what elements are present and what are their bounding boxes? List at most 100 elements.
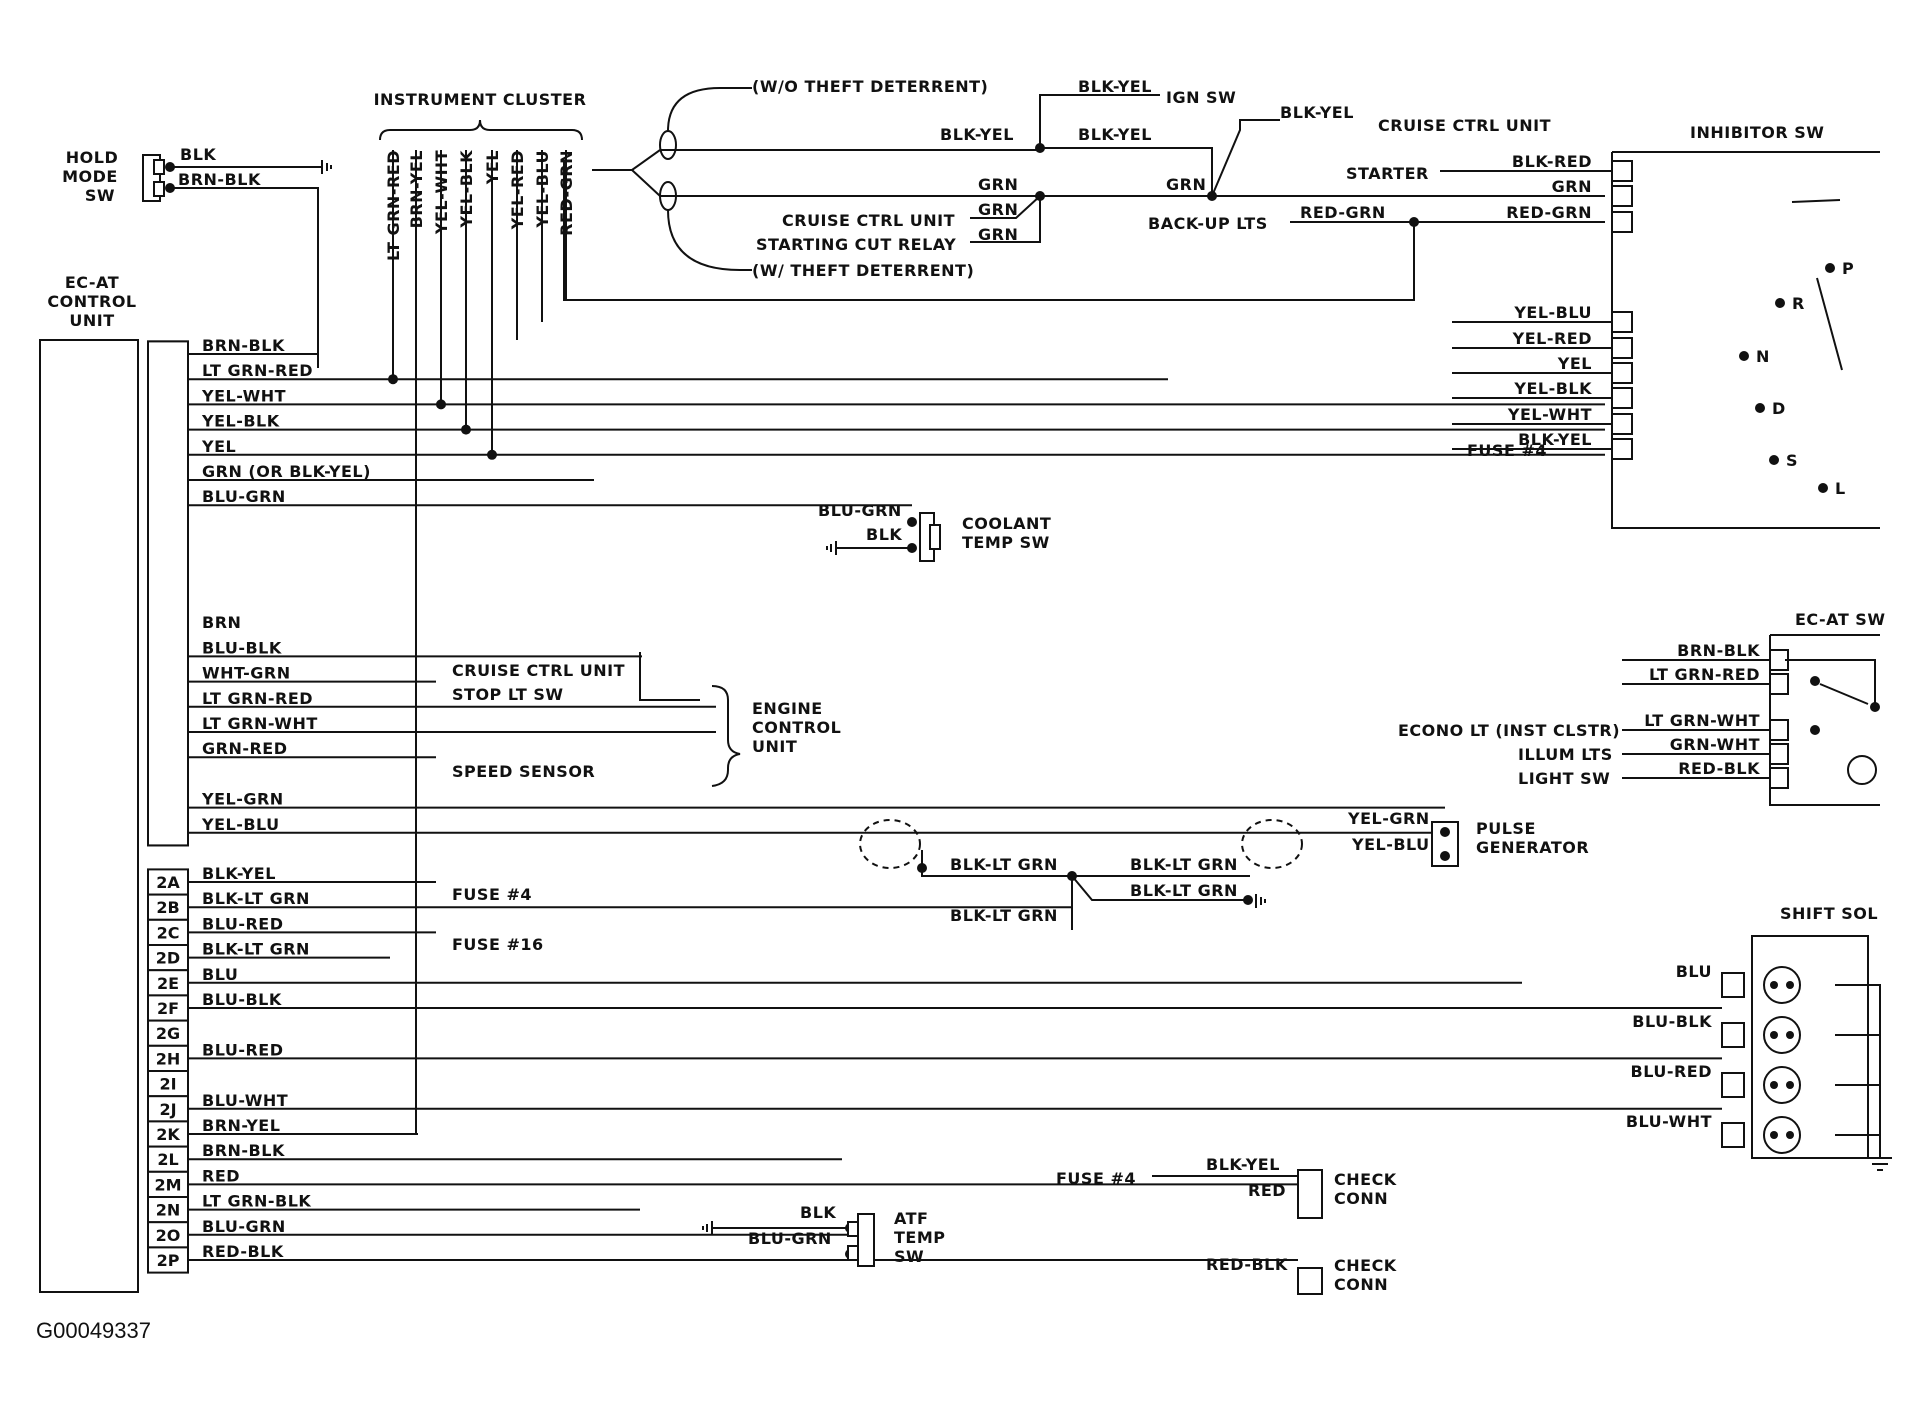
- coolant-temp-switch: BLU-GRN BLK COOLANT TEMP SW: [818, 501, 1051, 562]
- coolant-wire-blk: BLK: [866, 525, 902, 544]
- ecat-wire-label: LT GRN-RED: [1649, 665, 1760, 684]
- ecu-pin-wire-label: BRN-BLK: [202, 336, 285, 355]
- check-conn-1-label-2: CONN: [1334, 1189, 1388, 1208]
- shift-sol-pin: [1721, 1022, 1745, 1048]
- ecu-pin-wire-label: WHT-GRN: [202, 664, 291, 683]
- inhibitor-wire-label: BLK-RED: [1512, 152, 1592, 171]
- inhibitor-position-label: N: [1756, 347, 1770, 366]
- starting-cut-relay-note: STARTING CUT RELAY: [756, 235, 956, 254]
- pulse-wire-blk-lt-grn-1: BLK-LT GRN: [950, 855, 1058, 874]
- ecu-pin-wire-label: BLU-GRN: [202, 487, 286, 506]
- ecu-pin-label: 2K: [156, 1125, 180, 1144]
- inhibitor-switch: INHIBITOR SW BLK-REDGRNRED-GRNYEL-BLUYEL…: [1440, 123, 1880, 529]
- ecu-label-line3: UNIT: [69, 311, 114, 330]
- shift-sol-pin: [1721, 972, 1745, 998]
- ecu-pin-label: 2N: [156, 1201, 181, 1220]
- ground-icon: [1255, 894, 1266, 908]
- ecu-pin-label: 2G: [156, 1024, 180, 1043]
- coolant-wire-blu-grn: BLU-GRN: [818, 501, 902, 520]
- inhibitor-contact: [1818, 483, 1828, 493]
- wo-theft-note: (W/O THEFT DETERRENT): [752, 77, 988, 96]
- inhibitor-contact: [1755, 403, 1765, 413]
- inhibitor-pin: [1611, 311, 1633, 333]
- hold-wire-blk: BLK: [180, 145, 216, 164]
- cluster-wire-label: BRN-YEL: [407, 150, 426, 228]
- ecu-pin-label: 2D: [156, 949, 180, 968]
- shift-sol-pin: [1721, 1122, 1745, 1148]
- coolant-label-2: TEMP SW: [962, 533, 1050, 552]
- inhibitor-position-label: R: [1792, 294, 1805, 313]
- hold-mode-switch: HOLD MODE SW BLK BRN-BLK: [62, 145, 332, 368]
- cluster-wire-label: YEL-WHT: [432, 150, 451, 235]
- ecu-pin-wire-label: BLU-WHT: [202, 1091, 288, 1110]
- ecu-pin-wire-label: BLU-RED: [202, 914, 283, 933]
- inhibitor-position-label: L: [1835, 479, 1846, 498]
- cluster-wire-label: YEL-BLU: [533, 150, 552, 229]
- cluster-wire-label: RED-GRN: [557, 150, 576, 236]
- ecu-pin-wire-label: BRN: [202, 613, 241, 632]
- wire-blk-yel-2: BLK-YEL: [1078, 77, 1152, 96]
- econo-lt-note: ECONO LT (INST CLSTR): [1398, 721, 1620, 740]
- atf-wire-blk: BLK: [800, 1203, 836, 1222]
- engine-control-unit: ENGINE CONTROL UNIT CRUISE CTRL UNIT STO…: [452, 652, 841, 954]
- ecu-pin-label: 2J: [159, 1100, 176, 1119]
- illum-lts-note: ILLUM LTS: [1518, 745, 1613, 764]
- ground-icon: [826, 541, 837, 555]
- ground-icon: [1868, 1157, 1892, 1171]
- ecu-pin-wire-label: YEL-BLK: [201, 412, 280, 431]
- shift-sol-wire-label: BLU-WHT: [1626, 1112, 1712, 1131]
- starter-note: STARTER: [1346, 164, 1429, 183]
- ecu-pin-label: 2C: [157, 923, 180, 942]
- ecu-pin-wire-label: LT GRN-RED: [202, 689, 313, 708]
- check-wire-red: RED: [1248, 1181, 1286, 1200]
- ecu-pin-wire-label: BLK-YEL: [202, 864, 276, 883]
- ecu-pin-wire-label: BLU-RED: [202, 1040, 283, 1059]
- solenoid-icon: [1763, 1066, 1801, 1104]
- atf-label-1: ATF: [894, 1209, 928, 1228]
- ecu-pin-label: 2H: [156, 1049, 181, 1068]
- top-harness: (W/O THEFT DETERRENT) (W/ THEFT DETERREN…: [563, 77, 1605, 301]
- solenoid-icon: [1763, 1116, 1801, 1154]
- ecu-pin-label: 2O: [156, 1226, 181, 1245]
- hold-mode-label-1: HOLD: [66, 148, 118, 167]
- inhibitor-pin: [1611, 211, 1633, 233]
- ecu-pin-wire-label: RED-BLK: [202, 1242, 284, 1261]
- wire-red-grn: RED-GRN: [1300, 203, 1386, 222]
- ecu-pin-wire-label: BLK-LT GRN: [202, 889, 310, 908]
- pulse-gen-label-2: GENERATOR: [1476, 838, 1589, 857]
- speed-sensor-note: SPEED SENSOR: [452, 762, 595, 781]
- inhibitor-wire-label: YEL: [1557, 354, 1592, 373]
- ecu-pin-wire-label: YEL: [201, 437, 236, 456]
- ecu-pin-connector: 1A1B1C1D1E1F1G1H1I1J1K1L1M1N1O1P1Q1R1S1T…: [147, 340, 189, 1274]
- atf-label-3: SW: [894, 1247, 924, 1266]
- inhibitor-contact: [1775, 298, 1785, 308]
- cluster-wire-label: YEL-BLK: [457, 150, 476, 229]
- ecu-pin-wire-label: RED: [202, 1166, 240, 1185]
- ecat-wire-label: GRN-WHT: [1670, 735, 1760, 754]
- cluster-wire-label: LT GRN-RED: [384, 150, 403, 261]
- fuse16-note: FUSE #16: [452, 935, 544, 954]
- ecu-pin-label: 2P: [157, 1251, 180, 1270]
- wire-grn-3: GRN: [978, 225, 1018, 244]
- hold-mode-label-3: SW: [85, 186, 115, 205]
- ecu-label-line1: EC-AT: [65, 273, 119, 292]
- ecu-pin-wire-label: BLU-GRN: [202, 1217, 286, 1236]
- ecu-pin-box: [147, 1019, 189, 1047]
- cruise-ctrl-unit-note: CRUISE CTRL UNIT: [782, 211, 955, 230]
- pulse-wire-blk-lt-grn-2: BLK-LT GRN: [1130, 855, 1238, 874]
- atf-wire-blu-grn: BLU-GRN: [748, 1229, 832, 1248]
- ecu-pin-wire-label: YEL-WHT: [201, 386, 286, 405]
- ecu-pin-label: 2L: [157, 1150, 178, 1169]
- inhibitor-wire-label: RED-GRN: [1506, 203, 1592, 222]
- wire-blk-yel-4: BLK-YEL: [1280, 103, 1354, 122]
- inhibitor-pin: [1611, 185, 1633, 207]
- ecu-pin-wire-label: BRN-BLK: [202, 1141, 285, 1160]
- ecu-pin-wire-label: BLK-LT GRN: [202, 940, 310, 959]
- inhibitor-sw-label: INHIBITOR SW: [1690, 123, 1824, 142]
- cluster-wire-label: YEL-RED: [508, 150, 527, 230]
- wire-grn-4: GRN: [1166, 175, 1206, 194]
- cluster-wire-label: YEL: [483, 150, 502, 185]
